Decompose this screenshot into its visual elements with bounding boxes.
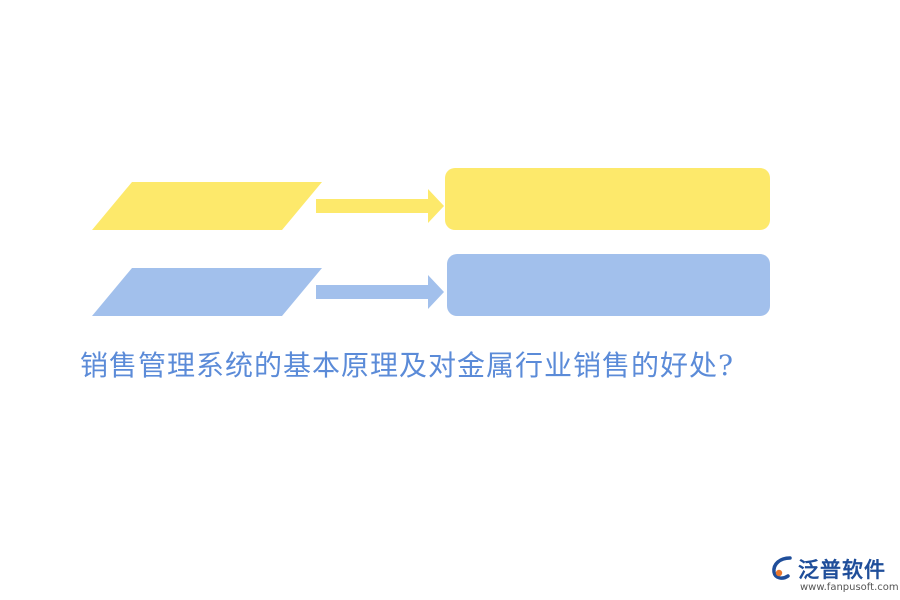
yellow-box [445, 168, 770, 230]
yellow-arrow [316, 189, 444, 223]
blue-box [447, 254, 770, 316]
page-title: 销售管理系统的基本原理及对金属行业销售的好处? [80, 349, 735, 382]
yellow-parallelogram [92, 182, 322, 230]
fanpu-logo-mark-icon [772, 556, 792, 580]
blue-parallelogram [92, 268, 322, 316]
brand-name: 泛普软件 [798, 558, 886, 582]
blue-arrow [316, 275, 444, 309]
brand-url: www.fanpusoft.com [800, 582, 899, 593]
brand-logo: 泛普软件 www.fanpusoft.com [770, 552, 899, 596]
